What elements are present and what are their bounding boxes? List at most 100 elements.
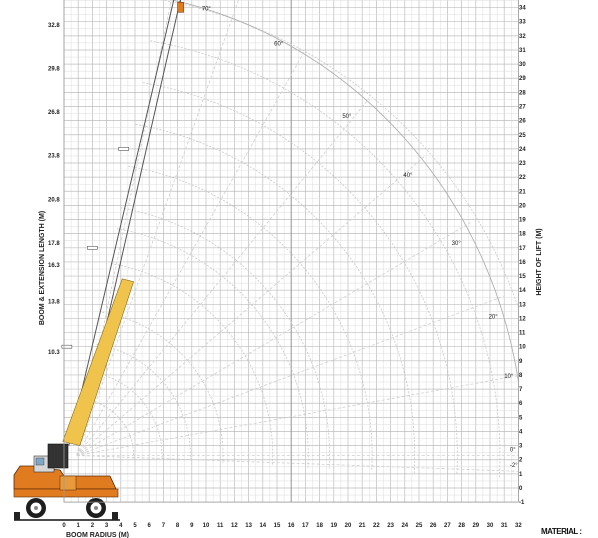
x-axis-title: BOOM RADIUS (M) (66, 532, 129, 538)
radius-tick-label: 6 (148, 523, 152, 529)
height-tick-label: 10 (519, 345, 526, 351)
radius-tick-label: 12 (231, 523, 238, 529)
boom-length-label: 32.8 (48, 23, 60, 29)
plot-border (63, 0, 519, 503)
boom-length-arcs (86, 0, 519, 478)
wheel-hub (94, 506, 98, 510)
radius-tick-label: 15 (274, 523, 281, 529)
radius-tick-label: 24 (401, 523, 408, 529)
angle-line (76, 455, 519, 472)
height-tick-label: 16 (519, 260, 526, 266)
crane-illustration (13, 0, 184, 521)
height-tick-label: 5 (519, 415, 523, 421)
height-tick-label: 25 (519, 133, 526, 139)
height-tick-label: 28 (519, 90, 526, 96)
radius-tick-label: 17 (302, 523, 309, 529)
height-tick-label: 2 (519, 458, 523, 464)
height-tick-label: 27 (519, 104, 526, 110)
radius-tick-label: 3 (105, 523, 109, 529)
boom-length-label: 17.8 (48, 241, 60, 247)
height-tick-label: 19 (519, 218, 526, 224)
wheel-hub (34, 506, 38, 510)
height-tick-label: 11 (519, 331, 526, 337)
height-tick-label: 12 (519, 316, 526, 322)
radius-tick-label: 10 (203, 523, 210, 529)
radius-tick-label: 8 (176, 523, 180, 529)
boom-length-label: 13.8 (48, 299, 60, 305)
angle-label: 40° (403, 173, 413, 179)
boom-base-section (62, 278, 134, 446)
radius-tick-label: 7 (162, 523, 166, 529)
angle-line (76, 222, 471, 456)
height-tick-label: 26 (519, 119, 526, 125)
radius-tick-label: 9 (190, 523, 194, 529)
radius-tick-label: 32 (515, 523, 522, 529)
boom-length-arc (150, 40, 501, 478)
angle-label: 50° (342, 114, 352, 120)
radius-tick-label: 0 (62, 523, 66, 529)
boom-length-arc (120, 207, 330, 469)
radius-tick-label: 27 (444, 523, 451, 529)
height-tick-label: -1 (519, 500, 525, 506)
boom-length-arc (128, 165, 373, 471)
height-tick-label: 14 (519, 288, 526, 294)
height-tick-label: 22 (519, 175, 526, 181)
radius-tick-label: 26 (430, 523, 437, 529)
angle-line (76, 375, 519, 456)
radius-tick-label: 18 (316, 523, 323, 529)
height-tick-label: 17 (519, 246, 526, 252)
angle-line (76, 155, 426, 456)
radius-tick-label: 20 (345, 523, 352, 529)
height-tick-label: 30 (519, 62, 526, 68)
chart-grid (63, 0, 519, 503)
boom-length-arc (102, 311, 224, 464)
angle-line (76, 51, 305, 456)
height-tick-label: 29 (519, 76, 526, 82)
angle-label: 10° (504, 374, 514, 380)
height-tick-label: 33 (519, 20, 526, 26)
height-tick-label: 7 (519, 387, 523, 393)
boom-section-marker (118, 147, 129, 151)
height-tick-label: 20 (519, 203, 526, 209)
angle-label: 30° (452, 241, 462, 247)
angle-label: 0° (510, 447, 516, 453)
boom-length-arc (160, 0, 519, 310)
radius-tick-label: 28 (458, 523, 465, 529)
radius-tick-label: 19 (330, 523, 337, 529)
height-tick-label: 4 (519, 429, 523, 435)
boom-length-arc (110, 263, 274, 466)
angle-label: -2° (510, 463, 518, 469)
height-tick-label: 13 (519, 302, 526, 308)
height-tick-label: 8 (519, 373, 523, 379)
angle-line (76, 295, 504, 456)
crane-outrigger-box (59, 475, 77, 491)
cab-window (35, 457, 45, 466)
boom-length-label: 29.8 (48, 66, 60, 72)
boom-section-marker (61, 344, 73, 349)
boom-length-arc (142, 82, 458, 476)
angle-label: 70° (202, 6, 212, 12)
height-tick-label: 23 (519, 161, 526, 167)
radius-tick-label: 5 (133, 523, 137, 529)
radius-tick-label: 31 (501, 523, 508, 529)
boom-length-label: 23.8 (48, 154, 60, 160)
boom-line (68, 0, 175, 446)
angle-line (76, 0, 239, 456)
angle-line (76, 98, 370, 456)
boom-angle-lines (76, 0, 519, 472)
height-tick-label: 6 (519, 401, 523, 407)
radius-tick-label: 25 (416, 523, 423, 529)
radius-tick-label: 4 (119, 523, 123, 529)
boom-length-arc (135, 123, 416, 474)
height-tick-label: 32 (519, 34, 526, 40)
height-tick-label: 15 (519, 274, 526, 280)
radius-tick-label: 29 (472, 523, 479, 529)
boom-length-label: 20.8 (48, 197, 60, 203)
radius-tick-label: 23 (387, 523, 394, 529)
height-tick-label: 3 (519, 444, 523, 450)
boom-length-label: 16.3 (48, 263, 60, 269)
crane-turret (47, 443, 69, 469)
radius-tick-label: 30 (487, 523, 494, 529)
boom-length-arc (91, 371, 163, 460)
height-tick-label: 9 (519, 359, 523, 365)
